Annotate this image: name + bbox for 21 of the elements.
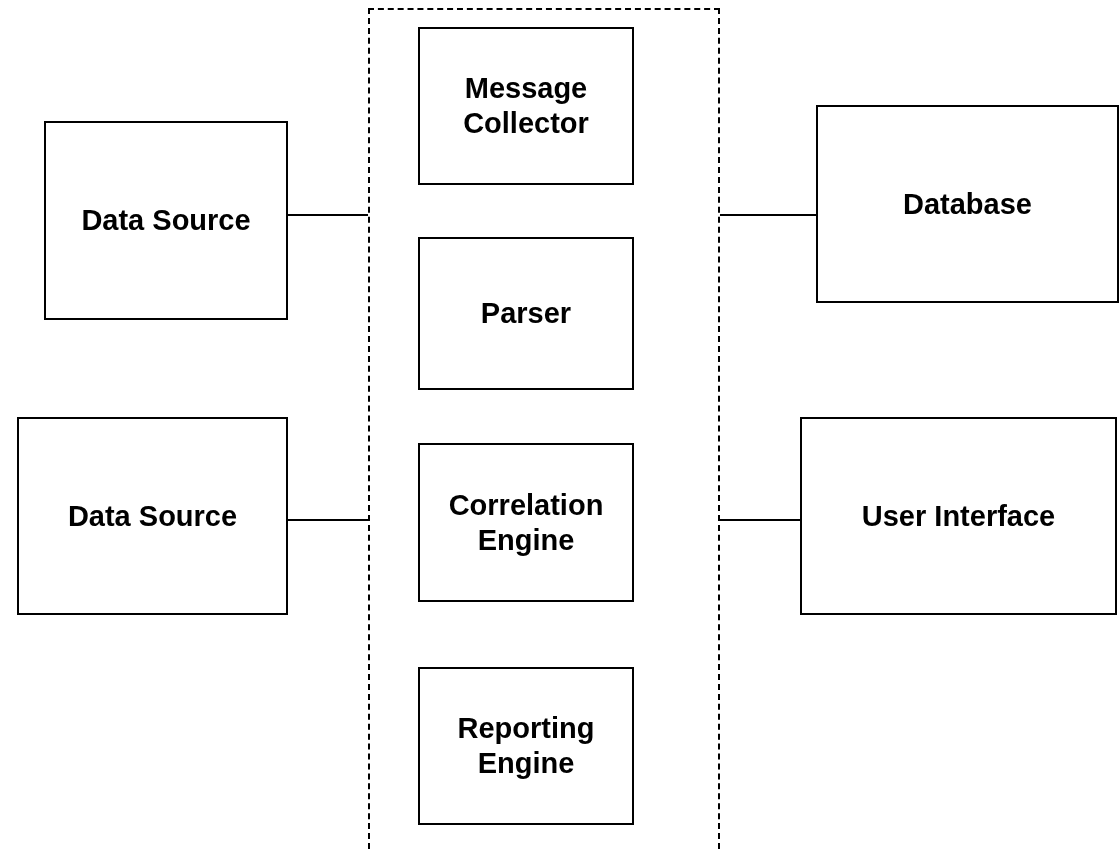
connector-line [287,519,369,521]
box-label: Database [902,186,1033,222]
box-label: Reporting Engine [456,711,596,781]
component-box [418,443,634,602]
component-box [800,417,1117,615]
component-box [816,105,1119,303]
component-box [17,417,288,615]
connector-line [287,214,369,216]
box-label: Correlation Engine [447,487,605,558]
box-label: User Interface [860,498,1057,534]
box-label: Message Collector [462,71,590,141]
component-box [44,121,288,320]
connector-line [719,214,817,216]
box-label: Data Source [66,498,239,534]
connector-line [719,519,801,521]
box-label: Data Source [80,203,252,238]
dashed-boundary [368,8,720,849]
component-box [418,667,634,825]
box-label: Parser [479,296,573,331]
component-box [418,27,634,185]
component-box [418,237,634,390]
